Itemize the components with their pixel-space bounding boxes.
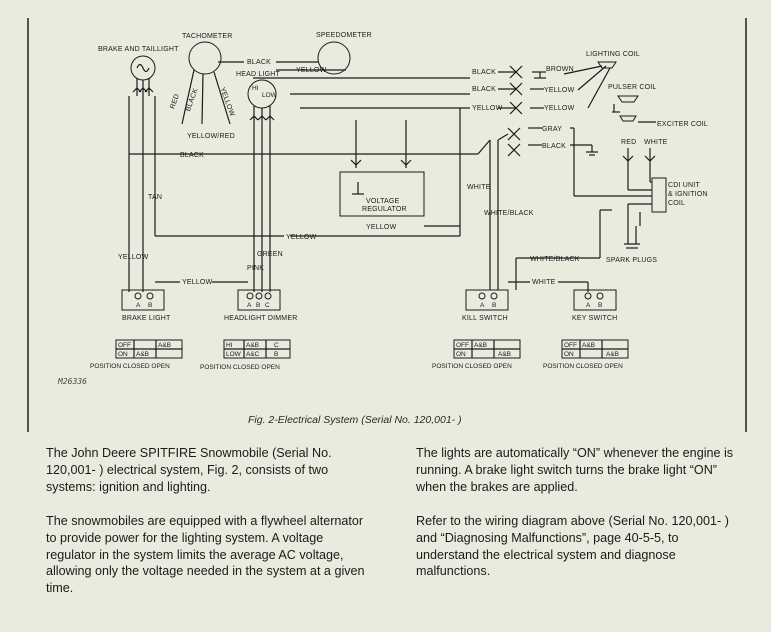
key-switch-label: KEY SWITCH — [572, 315, 617, 322]
svg-text:& IGNITION: & IGNITION — [668, 191, 708, 198]
svg-text:YELLOW: YELLOW — [182, 279, 213, 286]
exciter-coil-label: EXCITER COIL — [657, 121, 708, 128]
wiring-diagram: BRAKE AND TAILLIGHT TACHOMETER RED BLACK… — [27, 18, 747, 432]
brake-taillight-label: BRAKE AND TAILLIGHT — [98, 46, 179, 53]
key-switch: A B KEY SWITCH — [572, 289, 617, 322]
svg-text:BLACK: BLACK — [542, 143, 566, 150]
svg-text:C: C — [274, 342, 279, 349]
svg-text:VOLTAGE: VOLTAGE — [366, 198, 400, 205]
svg-text:YELLOW: YELLOW — [118, 254, 149, 261]
tachometer-label: TACHOMETER — [182, 33, 232, 40]
svg-text:WHITE: WHITE — [467, 184, 491, 191]
svg-text:B: B — [274, 351, 278, 358]
svg-text:A&B: A&B — [136, 351, 149, 358]
paragraph-lights: The lights are automatically “ON” whenev… — [416, 446, 734, 494]
voltage-regulator-box — [339, 171, 425, 217]
svg-text:RED: RED — [621, 139, 636, 146]
figure-reference-number: M26336 — [57, 377, 87, 386]
pulser-coil-symbol — [617, 95, 639, 103]
svg-text:PINK: PINK — [247, 265, 264, 272]
tachometer-gauge — [188, 41, 222, 75]
svg-text:YELLOW/RED: YELLOW/RED — [187, 133, 235, 140]
svg-text:B: B — [256, 302, 260, 309]
svg-text:LOW: LOW — [226, 351, 242, 358]
svg-text:A: A — [136, 302, 141, 309]
brake-light-switch: A B BRAKE LIGHT — [121, 289, 171, 322]
svg-text:ON: ON — [118, 351, 128, 358]
svg-text:YELLOW: YELLOW — [544, 105, 575, 112]
svg-text:RED: RED — [169, 93, 181, 110]
cdi-unit-label: CDI UNIT — [668, 182, 700, 189]
svg-text:A&B: A&B — [246, 342, 259, 349]
svg-text:BLACK: BLACK — [180, 152, 204, 159]
svg-text:POSITION CLOSED OPEN: POSITION CLOSED OPEN — [90, 363, 170, 370]
svg-text:GRAY: GRAY — [542, 126, 562, 133]
paragraph-refer: Refer to the wiring diagram above (Seria… — [416, 514, 729, 579]
svg-text:ON: ON — [564, 351, 574, 358]
svg-text:A&B: A&B — [606, 351, 619, 358]
key-switch-table: OFF A&B ON A&B POSITION CLOSED OPEN — [543, 339, 629, 370]
svg-text:POSITION CLOSED OPEN: POSITION CLOSED OPEN — [432, 363, 512, 370]
svg-text:POSITION CLOSED OPEN: POSITION CLOSED OPEN — [200, 364, 280, 371]
svg-text:BLACK: BLACK — [472, 86, 496, 93]
lighting-coil-symbol — [597, 61, 617, 69]
svg-text:YELLOW: YELLOW — [286, 234, 317, 241]
spark-plugs-label: SPARK PLUGS — [606, 257, 657, 264]
figure-caption: Fig. 2-Electrical System (Serial No. 120… — [248, 414, 462, 426]
svg-text:A&B: A&B — [158, 342, 171, 349]
svg-text:A: A — [586, 302, 591, 309]
svg-text:YELLOW: YELLOW — [472, 105, 503, 112]
kill-switch-label: KILL SWITCH — [462, 315, 508, 322]
lighting-coil-label: LIGHTING COIL — [586, 51, 640, 58]
svg-text:OFF: OFF — [118, 342, 131, 349]
paragraph-alternator: The snowmobiles are equipped with a flyw… — [46, 514, 365, 596]
svg-text:BLACK: BLACK — [472, 69, 496, 76]
svg-text:WHITE/BLACK: WHITE/BLACK — [530, 256, 580, 263]
svg-text:WHITE: WHITE — [532, 279, 556, 286]
headlight-dimmer-label: HEADLIGHT DIMMER — [224, 315, 297, 322]
svg-text:A&B: A&B — [498, 351, 511, 358]
svg-text:HI: HI — [252, 85, 259, 92]
svg-text:A&C: A&C — [246, 351, 260, 358]
svg-text:COIL: COIL — [668, 200, 685, 207]
svg-text:A: A — [480, 302, 485, 309]
svg-text:B: B — [492, 302, 496, 309]
svg-text:LOW: LOW — [262, 92, 278, 99]
brake-light-table: OFF A&B ON A&B POSITION CLOSED OPEN — [90, 339, 183, 370]
svg-text:YELLOW: YELLOW — [544, 87, 575, 94]
head-light-label: HEAD LIGHT — [236, 71, 281, 78]
svg-text:A&B: A&B — [582, 342, 595, 349]
svg-text:GREEN: GREEN — [257, 251, 283, 258]
svg-text:BLACK: BLACK — [247, 59, 271, 66]
svg-text:WHITE: WHITE — [644, 139, 668, 146]
svg-text:WHITE/BLACK: WHITE/BLACK — [484, 210, 534, 217]
svg-text:HI: HI — [226, 342, 233, 349]
svg-text:C: C — [265, 302, 270, 309]
speedometer-label: SPEEDOMETER — [316, 32, 372, 39]
kill-switch: A B KILL SWITCH — [462, 289, 509, 322]
svg-text:A&B: A&B — [474, 342, 487, 349]
paragraph-intro: The John Deere SPITFIRE Snowmobile (Seri… — [46, 446, 332, 494]
svg-text:BROWN: BROWN — [546, 66, 574, 73]
headlight-dimmer-table: HI A&B C LOW A&C B POSITION CLOSED OPEN — [200, 339, 291, 371]
cdi-unit-box — [651, 177, 667, 213]
svg-text:REGULATOR: REGULATOR — [362, 206, 407, 213]
pulser-coil-label: PULSER COIL — [608, 84, 657, 91]
kill-switch-table: OFF A&B ON A&B POSITION CLOSED OPEN — [432, 339, 521, 370]
exciter-coil-symbol — [619, 115, 637, 122]
speedometer-gauge — [317, 41, 351, 75]
brake-light-label: BRAKE LIGHT — [122, 315, 171, 322]
svg-text:A: A — [247, 302, 252, 309]
svg-text:OFF: OFF — [456, 342, 469, 349]
svg-text:YELLOW: YELLOW — [366, 224, 397, 231]
svg-text:B: B — [148, 302, 152, 309]
svg-text:B: B — [598, 302, 602, 309]
svg-text:OFF: OFF — [564, 342, 577, 349]
svg-text:ON: ON — [456, 351, 466, 358]
headlight-dimmer-switch: A B C HEADLIGHT DIMMER — [224, 289, 297, 322]
svg-text:POSITION CLOSED OPEN: POSITION CLOSED OPEN — [543, 363, 623, 370]
